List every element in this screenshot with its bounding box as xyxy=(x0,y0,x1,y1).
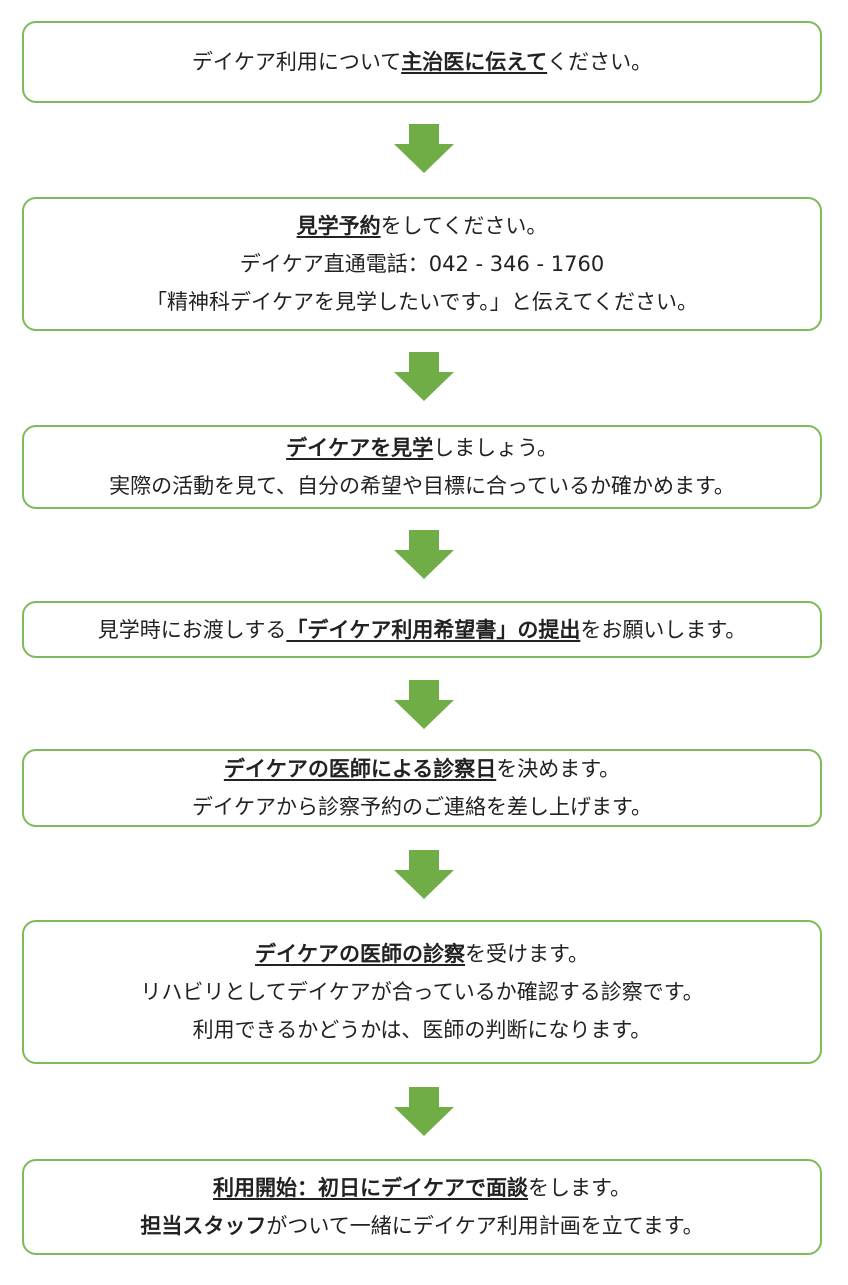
step-text: をお願いします。 xyxy=(580,617,747,642)
step-line: 見学予約をしてください。 xyxy=(297,207,548,245)
down-arrow-icon xyxy=(392,124,456,174)
step-emphasis-text: 主治医に伝えて xyxy=(401,50,548,74)
flow-step-2: 見学予約をしてください。デイケア直通電話：042 - 346 - 1760 「精神… xyxy=(22,197,822,331)
step-text: 「精神科デイケアを見学したいです。」と伝えてください。 xyxy=(145,290,699,314)
flow-step-3: デイケアを見学しましょう。実際の活動を見て、自分の希望や目標に合っているか確かめ… xyxy=(22,425,822,509)
down-arrow-icon xyxy=(392,850,456,900)
step-line: 見学時にお渡しする「デイケア利用希望書」の提出をお願いします。 xyxy=(98,611,747,649)
flow-step-6: デイケアの医師の診察を受けます。リハビリとしてデイケアが合っているか確認する診察… xyxy=(22,920,822,1064)
down-arrow-icon xyxy=(392,1087,456,1137)
step-line: 利用開始：初日にデイケアで面談をします。 xyxy=(213,1169,631,1207)
step-emphasis-text: 見学予約 xyxy=(296,214,381,238)
step-line: デイケアの医師による診察日を決めます。 xyxy=(224,750,620,788)
step-line: デイケアから診察予約のご連絡を差し上げます。 xyxy=(192,788,652,826)
step-emphasis-text: 担当スタッフ xyxy=(140,1214,267,1238)
step-emphasis-text: デイケアを見学 xyxy=(286,436,434,460)
step-line: デイケアの医師の診察を受けます。 xyxy=(255,935,589,973)
step-text: ください。 xyxy=(547,50,653,74)
step-text: をします。 xyxy=(528,1176,631,1200)
step-line: リハビリとしてデイケアが合っているか確認する診察です。 xyxy=(140,973,703,1011)
down-arrow-icon xyxy=(392,680,456,730)
step-text: 実際の活動を見て、自分の希望や目標に合っているか確かめます。 xyxy=(109,474,735,498)
step-emphasis-text: 「デイケア利用希望書」の提出 xyxy=(286,617,581,642)
step-emphasis-text: 利用開始：初日にデイケアで面談 xyxy=(213,1176,529,1200)
step-text: デイケア利用について xyxy=(191,50,402,74)
step-line: デイケアを見学しましょう。 xyxy=(286,429,558,467)
step-text: を受けます。 xyxy=(465,942,589,966)
down-arrow-icon xyxy=(392,530,456,580)
step-line: 担当スタッフがついて一緒にデイケア利用計画を立てます。 xyxy=(140,1207,703,1245)
flow-step-7: 利用開始：初日にデイケアで面談をします。担当スタッフがついて一緒にデイケア利用計… xyxy=(22,1159,822,1255)
step-emphasis-text: デイケアの医師による診察日 xyxy=(223,757,497,781)
step-line: デイケア利用について主治医に伝えてください。 xyxy=(192,43,652,81)
step-line: 「精神科デイケアを見学したいです。」と伝えてください。 xyxy=(146,283,698,321)
step-text: デイケアから診察予約のご連絡を差し上げます。 xyxy=(192,795,652,819)
step-line: 実際の活動を見て、自分の希望や目標に合っているか確かめます。 xyxy=(109,467,735,505)
step-text: リハビリとしてデイケアが合っているか確認する診察です。 xyxy=(140,980,704,1004)
step-text: しましょう。 xyxy=(433,436,558,460)
step-emphasis-text: デイケアの医師の診察 xyxy=(255,942,466,966)
step-line: 利用できるかどうかは、医師の判断になります。 xyxy=(193,1011,652,1049)
flow-step-1: デイケア利用について主治医に伝えてください。 xyxy=(22,21,822,103)
step-text: をしてください。 xyxy=(380,214,548,238)
flow-step-5: デイケアの医師による診察日を決めます。デイケアから診察予約のご連絡を差し上げます… xyxy=(22,749,822,827)
step-text: を決めます。 xyxy=(496,757,621,781)
step-line: デイケア直通電話：042 - 346 - 1760 xyxy=(240,245,604,283)
down-arrow-icon xyxy=(392,352,456,402)
step-text: がついて一緒にデイケア利用計画を立てます。 xyxy=(266,1214,704,1238)
step-text: デイケア直通電話：042 - 346 - 1760 xyxy=(239,252,605,276)
step-text: 利用できるかどうかは、医師の判断になります。 xyxy=(192,1018,652,1042)
flow-step-4: 見学時にお渡しする「デイケア利用希望書」の提出をお願いします。 xyxy=(22,601,822,658)
step-text: 見学時にお渡しする xyxy=(97,617,287,642)
